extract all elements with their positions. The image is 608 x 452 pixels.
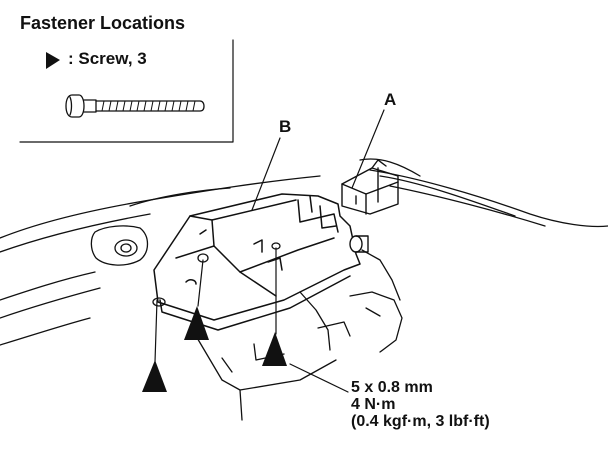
screw-pointer-icon-2 [184, 306, 209, 340]
callout-label-b: B [279, 117, 292, 136]
legend-triangle-icon [46, 52, 60, 69]
screw-pointer-icon-3 [262, 332, 287, 366]
leader-b [251, 137, 281, 211]
legend-screw-count: : Screw, 3 [68, 49, 147, 68]
leader-a [351, 109, 385, 189]
torque-spec-size: 5 x 0.8 mm [351, 379, 433, 396]
pointer-line-2 [197, 259, 204, 307]
connector-plug [349, 235, 369, 253]
screw-pointer-icon-1 [142, 360, 167, 392]
right-frame [359, 158, 608, 228]
callout-label-a: A [384, 90, 397, 109]
torque-spec-nm: 4 N·m [351, 396, 396, 413]
torque-spec: 5 x 0.8 mm 4 N·m (0.4 kgf·m, 3 lbf·ft) [351, 379, 490, 430]
body-panel [0, 175, 321, 346]
legend-box-border [19, 39, 234, 143]
lower-support [195, 249, 403, 421]
torque-spec-alt: (0.4 kgf·m, 3 lbf·ft) [351, 413, 490, 430]
pointer-line-1 [154, 299, 158, 363]
screw-illustration [65, 94, 205, 118]
control-unit-b [153, 193, 361, 331]
diagram-title: Fastener Locations [20, 13, 186, 33]
bracket-a [341, 159, 399, 215]
spec-leader [289, 363, 349, 393]
